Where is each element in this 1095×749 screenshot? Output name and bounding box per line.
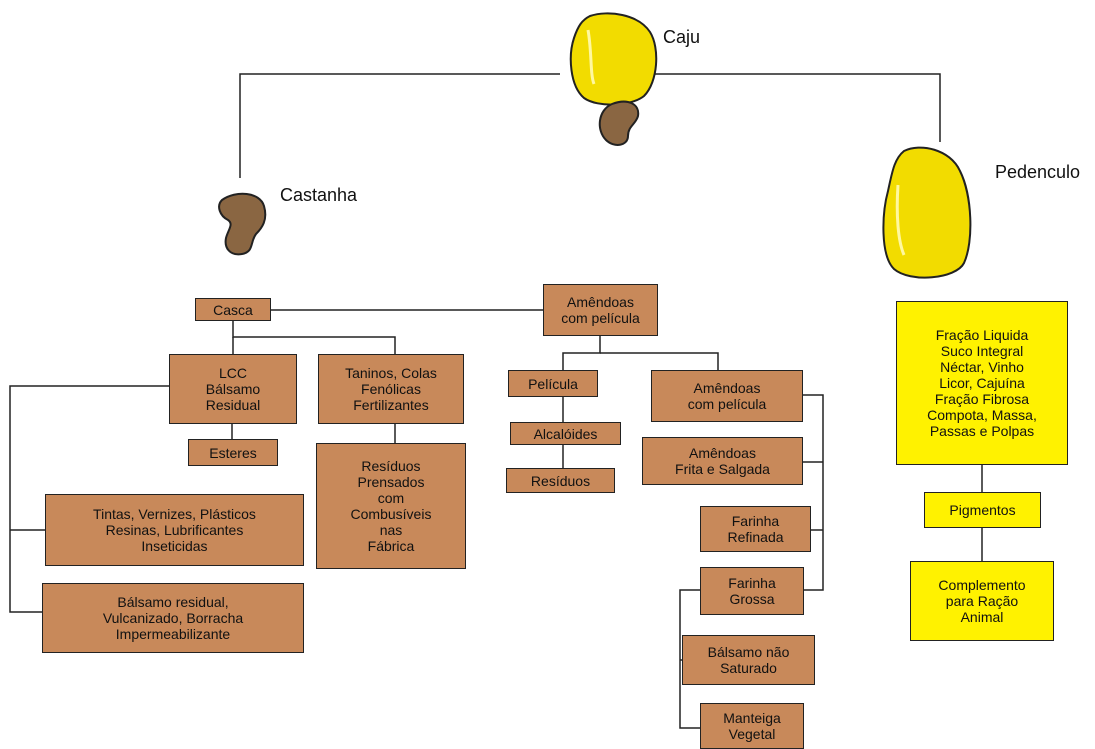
connector-amendoas-right	[600, 352, 719, 370]
box-balsamo-nao-saturado: Bálsamo não Saturado	[682, 635, 815, 685]
connector-amendoas-split	[562, 336, 601, 370]
cashew-apple-icon	[882, 146, 972, 279]
connector-caju-castanha	[239, 73, 560, 178]
box-amendoas-frita: Amêndoas Frita e Salgada	[642, 437, 803, 485]
box-farinha-refinada: Farinha Refinada	[700, 506, 811, 552]
cashew-fruit-icon	[569, 12, 658, 146]
connector-amendoas-right-rail	[803, 394, 824, 591]
connector-casca-split	[232, 321, 396, 354]
label-pedenculo: Pedenculo	[995, 162, 1081, 182]
box-amendoas-pelicula-top: Amêndoas com película	[543, 284, 658, 336]
box-complemento: Complemento para Ração Animal	[910, 561, 1054, 641]
box-tintas: Tintas, Vernizes, Plásticos Resinas, Lub…	[45, 494, 304, 566]
box-manteiga-vegetal: Manteiga Vegetal	[700, 703, 804, 749]
cashew-nut-icon	[218, 192, 267, 256]
box-farinha-grossa: Farinha Grossa	[700, 567, 804, 615]
box-amendoas-pelicula: Amêndoas com película	[651, 370, 803, 422]
label-caju: Caju	[663, 27, 701, 47]
connector-lcc-left	[9, 385, 169, 613]
box-pelicula: Película	[508, 370, 598, 397]
box-residuos-prensados: Resíduos Prensados com Combusíveis nas F…	[316, 443, 466, 569]
box-pigmentos: Pigmentos	[924, 492, 1041, 528]
box-residuos: Resíduos	[506, 468, 615, 493]
box-esteres: Esteres	[188, 439, 278, 466]
connector-caju-pedenculo	[655, 73, 941, 142]
box-balsamo-residual: Bálsamo residual, Vulcanizado, Borracha …	[42, 583, 304, 653]
box-lcc: LCC Bálsamo Residual	[169, 354, 297, 424]
box-fracao-liquida: Fração Liquida Suco Integral Néctar, Vin…	[896, 301, 1068, 465]
box-alcaloides: Alcalóides	[510, 422, 621, 445]
connector-grossa-rail	[679, 589, 700, 729]
label-castanha: Castanha	[280, 185, 358, 205]
box-casca: Casca	[195, 298, 271, 321]
box-taninos: Taninos, Colas Fenólicas Fertilizantes	[318, 354, 464, 424]
